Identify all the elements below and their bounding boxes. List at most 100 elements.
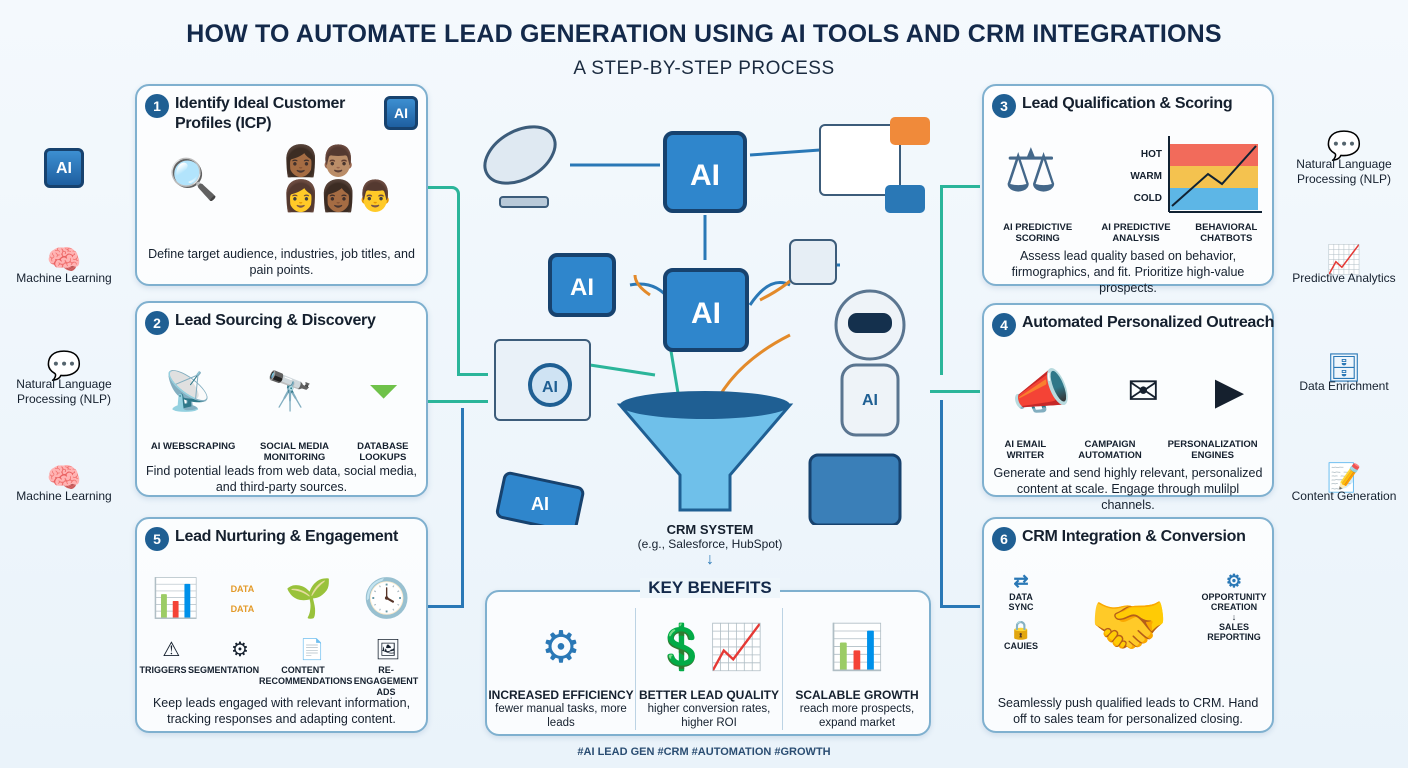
svg-text:AI: AI: [542, 379, 558, 396]
tool-label: SOCIAL MEDIA MONITORING: [260, 441, 329, 463]
page-title: HOW TO AUTOMATE LEAD GENERATION USING AI…: [186, 20, 1222, 48]
score-band-hot: [1168, 144, 1258, 166]
tool-label: DATABASE LOOKUPS: [357, 441, 409, 463]
video-play-icon: ▶: [1214, 370, 1245, 413]
database-search-icon: 🗄: [1326, 352, 1362, 383]
central-ai-illustration: AI AI AI AI AI AI: [483, 117, 930, 525]
chat-bubble-icon: 💬: [1326, 130, 1362, 161]
gear-check-icon: ⚙: [541, 623, 581, 672]
bar-chart-icon: 📈: [1326, 244, 1362, 275]
tool-label: AI EMAIL WRITER: [1004, 439, 1047, 461]
plant-icon: 🌱: [285, 578, 333, 620]
benefit-sub: reach more prospects, expand market: [799, 703, 915, 729]
connector-line: [428, 408, 464, 608]
connector-line: [940, 185, 980, 375]
tool-label: CAUIES: [1003, 641, 1038, 651]
tool-label: SALES REPORTING: [1207, 622, 1261, 642]
tool-label: AI PREDICTIVE SCORING: [1003, 222, 1073, 244]
gear-icon: ⚙: [1225, 571, 1243, 591]
step-title: Identify Ideal Customer Profiles (ICP): [175, 95, 346, 132]
tool-label: Data Enrichment: [1299, 379, 1389, 393]
database-icon: [789, 239, 837, 285]
benefit-title: SCALABLE GROWTH: [795, 688, 919, 702]
cause-icon: 🔒: [1009, 620, 1033, 640]
connector-arrow: [930, 390, 980, 393]
arrow-down-icon: ↓: [706, 551, 714, 568]
tool-label: AI PREDICTIVE ANALYSIS: [1101, 222, 1171, 244]
benefit-title: INCREASED EFFICIENCY: [488, 688, 634, 702]
connector-arrow: [428, 400, 488, 403]
crm-system-label: CRM SYSTEM (e.g., Salesforce, HubSpot) ↓: [560, 522, 860, 569]
tool-label: TRIGGERS: [139, 665, 187, 675]
tool-label: PERSONALIZATION ENGINES: [1167, 439, 1258, 461]
dollar-growth-icon: 💲📈: [654, 623, 764, 672]
step-title: Lead Qualification & Scoring: [1022, 95, 1233, 112]
tool-label: Machine Learning: [16, 271, 112, 285]
tool-label: Machine Learning: [16, 489, 112, 503]
score-level: WARM: [1130, 171, 1162, 182]
step-description: Generate and send highly relevant, perso…: [993, 466, 1263, 512]
tool-label: Natural Language Processing (NLP): [1296, 157, 1392, 186]
icp-illustration: 🔍👩🏾👨🏽👩👩🏾👨: [137, 144, 426, 214]
step-description: Find potential leads from web data, soci…: [146, 464, 417, 494]
step-title: CRM Integration & Conversion: [1022, 528, 1246, 545]
left-tool-ml-2: 🧠Machine Learning: [0, 462, 128, 504]
magnifier-person-icon: 🔍: [168, 157, 219, 202]
sync-arrows-icon: ⇄: [1013, 571, 1029, 591]
brain-icon: 🧠: [46, 462, 82, 493]
svg-text:AI: AI: [691, 297, 721, 330]
chat-window-icon: [819, 117, 930, 213]
growth-chart-icon: 📊: [829, 623, 885, 672]
left-tool-ai: AI: [0, 148, 128, 188]
score-level: HOT: [1140, 149, 1162, 160]
binoculars-icon: 🔭: [266, 371, 314, 413]
tool-label: RE-ENGAGEMENT ADS: [353, 665, 419, 697]
crm-title: CRM SYSTEM: [666, 522, 754, 537]
step-description: Assess lead quality based on behavior, f…: [1011, 249, 1245, 295]
score-band-cold: [1168, 188, 1258, 210]
tool-label: Predictive Analytics: [1292, 271, 1396, 285]
right-tool-content: 📝Content Generation: [1280, 462, 1408, 504]
step-number: 6: [992, 527, 1016, 551]
step-title: Automated Personalized Outreach: [1022, 314, 1275, 331]
benefit-sub: fewer manual tasks, more leads: [495, 703, 627, 729]
handshake-icon: 🤝: [1089, 589, 1169, 661]
document-pen-icon: 📝: [1326, 462, 1362, 493]
gear-icon: ⚙: [230, 639, 249, 661]
browser-search-icon: AI: [494, 339, 591, 421]
connector-line: [428, 186, 460, 376]
step-description: Keep leads engaged with relevant informa…: [152, 696, 411, 726]
ai-chip-icon: AI: [548, 253, 616, 317]
funnel-icon: ⏷: [368, 370, 399, 413]
right-tool-nlp: 💬Natural Language Processing (NLP): [1280, 130, 1408, 187]
svg-text:AI: AI: [862, 392, 878, 409]
svg-text:AI: AI: [690, 159, 720, 192]
right-tool-predictive: 📈Predictive Analytics: [1280, 244, 1408, 286]
ai-chip-icon: AI: [663, 131, 747, 213]
connector-line: [940, 400, 980, 608]
satellite-dish-icon: 📡: [164, 371, 212, 413]
tool-label: Natural Language Processing (NLP): [16, 377, 112, 406]
tool-label: OPPORTUNITY CREATION: [1201, 592, 1267, 612]
satellite-dish-icon: [483, 125, 557, 208]
ad-icon: 🖼: [375, 639, 401, 661]
scales-icon: ⚖: [1004, 137, 1058, 204]
benefit-title: BETTER LEAD QUALITY: [639, 688, 779, 702]
megaphone-icon: 📣: [1011, 365, 1072, 419]
step-title: Lead Sourcing & Discovery: [175, 312, 376, 329]
chat-bubble-icon: 💬: [46, 350, 82, 381]
crm-subtitle: (e.g., Salesforce, HubSpot): [637, 537, 783, 551]
email-icon: ✉: [1127, 370, 1160, 413]
tool-label: CAMPAIGN AUTOMATION: [1078, 439, 1142, 461]
step-number: 2: [145, 311, 169, 335]
benefit-sub: higher conversion rates, higher ROI: [647, 703, 771, 729]
clock-icon: 🕓: [363, 578, 411, 620]
